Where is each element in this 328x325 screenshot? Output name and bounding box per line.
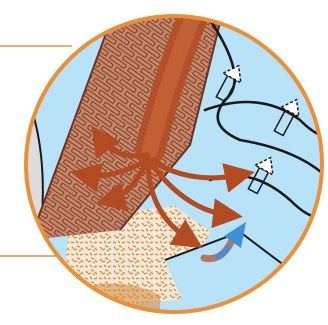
heat-escape-arrows (70, 125, 255, 248)
heat-arrow-downleft (95, 162, 148, 211)
insulation-mound (45, 283, 160, 312)
heat-arrow-right (147, 157, 255, 193)
heat-arrow-down (145, 162, 203, 248)
heat-arrow-lowright (147, 159, 243, 229)
vent-arrow-2 (273, 98, 300, 137)
heat-arrow-left (70, 157, 151, 193)
cold-air-arrow-head (224, 222, 246, 248)
cold-air-arrow (201, 237, 235, 262)
vent-arrow-1 (215, 64, 242, 103)
heat-arrow-upleft (91, 125, 151, 159)
detail-circle-border (24, 14, 324, 314)
